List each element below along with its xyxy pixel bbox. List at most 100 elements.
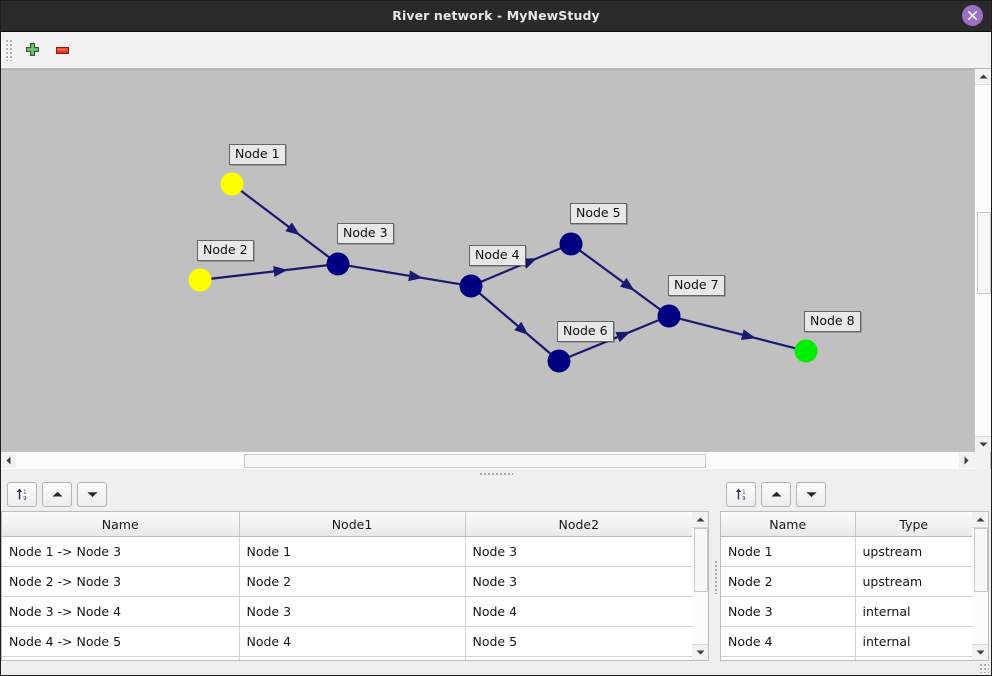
graph-node-label-node-3[interactable]: Node 3	[337, 223, 394, 244]
node-cell-type[interactable]: upstream	[855, 536, 972, 567]
scroll-down-button[interactable]	[975, 436, 991, 452]
reach-cell-node2[interactable]: Node 3	[465, 566, 693, 597]
reach-cell-node1[interactable]: Node 2	[239, 566, 466, 597]
nodes-vscroll-thumb[interactable]	[974, 528, 988, 592]
node-cell-type[interactable]: internal	[855, 626, 972, 657]
empty-cell[interactable]	[465, 656, 693, 660]
node-cell-name[interactable]: Node 2	[721, 566, 856, 597]
graph-vertical-scrollbar[interactable]	[974, 69, 991, 452]
nodes-scroll-down-button[interactable]	[972, 644, 988, 660]
reach-cell-node2[interactable]: Node 5	[465, 626, 693, 657]
nodes-move-down-button[interactable]	[796, 482, 826, 507]
graph-node-node-7[interactable]	[657, 304, 681, 328]
reach-cell-node1[interactable]: Node 1	[239, 536, 466, 567]
graph-hscroll-track[interactable]	[16, 452, 959, 469]
graph-node-node-6[interactable]	[547, 349, 571, 373]
column-header-node2[interactable]: Node2	[465, 512, 693, 537]
graph-edge[interactable]	[568, 319, 660, 358]
horizontal-splitter[interactable]	[1, 469, 991, 478]
reach-cell-name[interactable]: Node 3 -> Node 4	[2, 596, 240, 627]
nodes-vertical-scrollbar[interactable]	[972, 511, 989, 661]
column-header-node1[interactable]: Node1	[239, 512, 466, 537]
nodes-pane-footer	[720, 661, 991, 675]
graph-node-label-node-6[interactable]: Node 6	[557, 321, 614, 342]
graph-edge[interactable]	[240, 189, 330, 259]
graph-node-label-node-7[interactable]: Node 7	[668, 275, 725, 296]
graph-vscroll-thumb[interactable]	[977, 212, 991, 294]
graph-node-label-node-4[interactable]: Node 4	[469, 245, 526, 266]
node-cell-name[interactable]: Node 4	[721, 626, 856, 657]
scroll-left-button[interactable]	[1, 452, 16, 468]
add-node-button[interactable]	[17, 35, 47, 65]
reaches-pane-footer	[1, 661, 711, 675]
graph-node-node-4[interactable]	[459, 274, 483, 298]
graph-node-node-8[interactable]	[794, 339, 818, 363]
reaches-scroll-up-button[interactable]	[692, 512, 709, 528]
reach-cell-node2[interactable]: Node 3	[465, 536, 693, 567]
column-header-name[interactable]: Name	[2, 512, 240, 537]
reaches-vertical-scrollbar[interactable]	[692, 511, 710, 661]
reach-cell-node2[interactable]: Node 4	[465, 596, 693, 627]
close-button[interactable]	[962, 5, 983, 26]
empty-cell[interactable]	[855, 656, 972, 660]
graph-edge[interactable]	[348, 264, 461, 286]
graph-edge[interactable]	[679, 317, 796, 350]
toolbar-drag-handle[interactable]	[5, 39, 13, 61]
graph-node-label-node-5[interactable]: Node 5	[570, 203, 627, 224]
chevron-down-icon	[979, 442, 987, 447]
node-cell-type[interactable]: internal	[855, 596, 972, 627]
graph-node-node-1[interactable]	[220, 172, 244, 196]
empty-cell[interactable]	[2, 656, 240, 660]
graph-edge[interactable]	[478, 292, 552, 355]
reaches-scroll-down-button[interactable]	[692, 644, 709, 660]
graph-edge[interactable]	[210, 264, 328, 280]
reaches-vscroll-thumb[interactable]	[694, 528, 709, 592]
close-icon	[968, 11, 977, 20]
nodes-move-up-button[interactable]	[761, 482, 791, 507]
empty-cell[interactable]	[239, 656, 466, 660]
graph-node-node-2[interactable]	[188, 268, 212, 292]
graph-node-label-node-2[interactable]: Node 2	[197, 240, 254, 261]
node-cell-type[interactable]: upstream	[855, 566, 972, 597]
graph-node-node-3[interactable]	[326, 252, 350, 276]
node-cell-name[interactable]: Node 3	[721, 596, 856, 627]
reach-cell-node1[interactable]: Node 4	[239, 626, 466, 657]
table-row-empty[interactable]	[721, 656, 972, 660]
remove-node-button[interactable]	[47, 35, 77, 65]
table-row-empty[interactable]	[2, 656, 693, 660]
reach-cell-node1[interactable]: Node 3	[239, 596, 466, 627]
graph-node-label-node-1[interactable]: Node 1	[229, 144, 286, 165]
window-resize-grip[interactable]	[979, 663, 989, 673]
graph-edge[interactable]	[579, 249, 661, 311]
nodes-sort-button[interactable]: 1 9	[726, 482, 756, 507]
graph-hscroll-thumb[interactable]	[244, 454, 706, 468]
graph-horizontal-scrollbar[interactable]	[1, 451, 974, 469]
network-graph-canvas[interactable]: Node 1 Node 2 Node 3 Node 4 Node 5 Node 6 Node…	[1, 69, 976, 451]
reaches-sort-button[interactable]: 1 9	[7, 482, 37, 507]
column-header-type[interactable]: Type	[855, 512, 972, 537]
vertical-splitter[interactable]	[711, 478, 720, 675]
reach-cell-name[interactable]: Node 4 -> Node 5	[2, 626, 240, 657]
graph-node-label-node-8[interactable]: Node 8	[804, 311, 861, 332]
reaches-move-up-button[interactable]	[42, 482, 72, 507]
column-header-name[interactable]: Name	[721, 512, 856, 537]
tables-area: 1 9	[1, 478, 991, 675]
node-cell-name[interactable]: Node 1	[721, 536, 856, 567]
reach-cell-name[interactable]: Node 1 -> Node 3	[2, 536, 240, 567]
reaches-move-down-button[interactable]	[77, 482, 107, 507]
scroll-up-button[interactable]	[975, 69, 991, 85]
graph-node-node-5[interactable]	[559, 232, 583, 256]
scroll-right-button[interactable]	[959, 452, 974, 468]
nodes-scroll-up-button[interactable]	[972, 512, 988, 528]
empty-cell[interactable]	[721, 656, 856, 660]
reach-cell-name[interactable]: Node 2 -> Node 3	[2, 566, 240, 597]
